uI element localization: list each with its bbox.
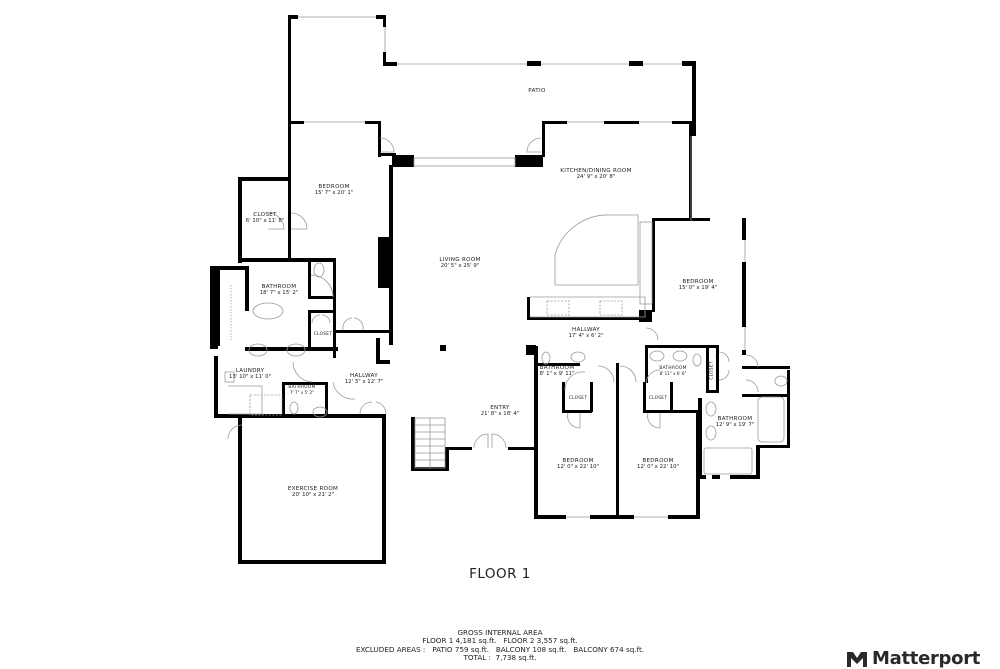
room-dimensions: 18' 7" x 15' 2": [259, 290, 299, 297]
room-name: BEDROOM: [562, 458, 594, 464]
room-dimensions: 12' 0" x 22' 10": [557, 464, 599, 471]
room-name: CLOSET: [648, 396, 668, 401]
room-name: KITCHEN/DINING ROOM: [560, 168, 632, 174]
room-name: CLOSET: [709, 361, 715, 380]
room-name: BEDROOM: [318, 184, 350, 190]
area-total-line: TOTAL : 7,738 sq.ft.: [463, 653, 537, 663]
room-dimensions: 6' 10" x 11' 8": [245, 218, 285, 225]
room-name: BATHROOM: [539, 365, 575, 371]
room-label-closet-bath: CLOSET: [313, 332, 333, 338]
room-name: BEDROOM: [682, 279, 714, 285]
room-name: HALLWAY: [350, 373, 378, 379]
room-name: CLOSET: [313, 332, 333, 337]
room-name: BEDROOM: [642, 458, 674, 464]
room-name: BATHROOM: [261, 284, 297, 290]
room-dimensions: 15' 0" x 19' 4": [678, 285, 718, 292]
room-name: PATIO: [528, 88, 546, 94]
room-name: BATHROOM: [717, 416, 753, 422]
room-name: CLOSET: [253, 212, 277, 218]
room-dimensions: 20' 5" x 25' 9": [440, 263, 480, 270]
room-dimensions: 7' 7" x 5' 2": [289, 389, 315, 395]
floor-title: FLOOR 1: [469, 566, 531, 582]
room-label-closet-b1: CLOSET: [568, 396, 588, 402]
room-name: CLOSET: [568, 396, 588, 401]
room-dimensions: 24' 9" x 20' 8": [576, 174, 616, 181]
brand-logo: Matterport: [846, 648, 980, 669]
room-dimensions: 15' 7" x 20' 1": [314, 190, 354, 197]
room-dimensions: 8' 11" x 6' 6": [659, 370, 687, 376]
matterport-logo-icon: [847, 652, 867, 667]
area-floors-line: FLOOR 1 4,181 sq.ft. FLOOR 2 3,557 sq.ft…: [422, 636, 578, 646]
room-dimensions: 12' 9" x 19' 7": [715, 422, 755, 429]
room-dimensions: 21' 8" x 18' 4": [480, 411, 520, 418]
area-heading: GROSS INTERNAL AREA: [457, 628, 543, 637]
brand-name: Matterport: [872, 648, 981, 669]
room-name: ENTRY: [490, 405, 510, 411]
room-label-patio: PATIO: [528, 88, 545, 94]
room-dimensions: 17' 4" x 6' 2": [568, 333, 604, 340]
area-excluded-line: EXCLUDED AREAS : PATIO 759 sq.ft. BALCON…: [355, 644, 645, 654]
room-name: LIVING ROOM: [439, 257, 481, 263]
room-dimensions: 13' 10" x 11' 0": [229, 374, 271, 381]
room-dimensions: 12' 0" x 22' 10": [637, 464, 679, 471]
room-name: HALLWAY: [572, 327, 600, 333]
room-dimensions: 20' 10" x 21' 2": [292, 492, 334, 499]
room-dimensions: 12' 3" x 12' 7": [344, 379, 384, 386]
room-name: EXERCISE ROOM: [287, 486, 339, 492]
room-label-closet-vert: CLOSET: [709, 361, 716, 380]
room-name: LAUNDRY: [235, 368, 265, 374]
room-dimensions: 8' 1" x 9' 11": [539, 371, 575, 378]
area-summary: GROSS INTERNAL AREA FLOOR 1 4,181 sq.ft.…: [0, 628, 1000, 663]
room-name: BATHROOM: [659, 366, 687, 371]
room-label-closet-b2: CLOSET: [648, 396, 668, 402]
room-name: BATHROOM: [288, 385, 316, 390]
